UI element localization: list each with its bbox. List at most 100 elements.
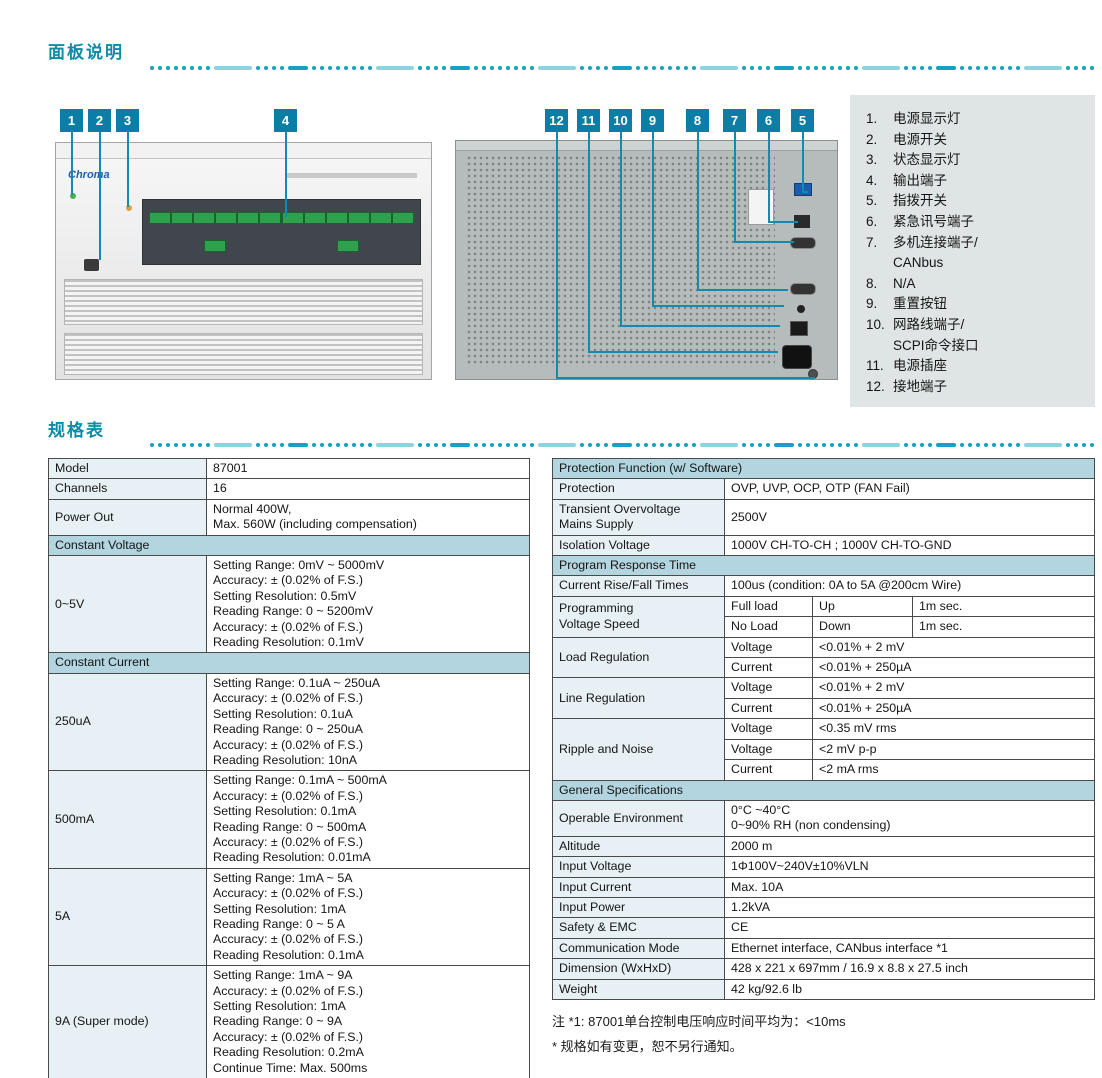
callout-line <box>588 351 778 353</box>
spec-value: 100us (condition: 0A to 5A @200cm Wire) <box>724 575 1095 597</box>
footnote-1: 注 *1: 87001单台控制电压响应时间平均为：<10ms <box>552 1013 846 1029</box>
legend-item: 1.电源显示灯 <box>866 109 1087 130</box>
spec-sublabel: Voltage <box>724 738 813 761</box>
legend-item-number: 3. <box>866 152 878 168</box>
callout-line <box>652 305 784 307</box>
legend-item-text: 电源开关 <box>893 131 947 147</box>
spec-value: <0.01% + 2 mV <box>812 677 1095 699</box>
spec-label: 9A (Super mode) <box>48 965 207 1078</box>
spec-section-header: Constant Current <box>48 652 530 674</box>
output-terminal-block <box>193 212 216 224</box>
output-terminal-block <box>325 212 348 224</box>
output-terminal-strip <box>142 199 421 265</box>
na-connector <box>790 283 816 295</box>
output-terminal-block <box>149 212 172 224</box>
status-led <box>126 205 132 211</box>
legend-item-number: 12. <box>866 378 885 394</box>
front-panel-image: Chroma <box>55 142 432 380</box>
chroma-logo: Chroma <box>68 169 110 181</box>
spec-value: 42 kg/92.6 lb <box>724 978 1095 1000</box>
output-terminal-block <box>303 212 326 224</box>
power-inlet <box>782 345 812 369</box>
front-vent-grille <box>64 333 423 375</box>
spec-subrow: Current<0.01% + 250µA <box>553 697 1095 720</box>
spec-value: CE <box>724 917 1095 939</box>
ethernet-port <box>790 321 808 336</box>
callout-4: 4 <box>274 109 297 132</box>
dotted-divider <box>150 441 1095 449</box>
legend-item: 8.N/A <box>866 274 1087 295</box>
callout-line <box>768 131 770 223</box>
spec-value: Setting Range: 0.1mA ~ 500mA Accuracy: ±… <box>206 770 530 869</box>
spec-sublabel: Current <box>724 697 813 720</box>
callout-line <box>620 325 780 327</box>
legend-item-text: 网路线端子/ SCPI命令接口 <box>893 316 979 353</box>
spec-value: <0.01% + 2 mV <box>812 636 1095 659</box>
spec-section-title: 规格表 <box>48 421 105 440</box>
legend-item-number: 2. <box>866 131 878 147</box>
spec-value: 1Φ100V~240V±10%VLN <box>724 856 1095 878</box>
spec-value: Setting Range: 0.1uA ~ 250uA Accuracy: ±… <box>206 672 530 772</box>
spec-label: Programming Voltage Speed <box>552 595 725 638</box>
spec-value: 1m sec. <box>912 595 1095 618</box>
callout-line <box>768 221 798 223</box>
spec-label: Weight <box>552 978 725 1000</box>
callout-line <box>652 131 654 307</box>
legend-item-number: 10. <box>866 316 885 332</box>
legend-item-text: 指拨开关 <box>893 193 947 209</box>
spec-value: Max. 10A <box>724 876 1095 898</box>
spec-value: 87001 <box>206 457 530 480</box>
power-switch <box>84 259 99 271</box>
legend-item-text: 多机连接端子/ CANbus <box>893 234 978 271</box>
spec-value: <0.01% + 250µA <box>812 657 1095 679</box>
callout-line <box>99 131 101 260</box>
callout-line <box>588 131 590 353</box>
spec-label: Isolation Voltage <box>552 534 725 557</box>
spec-value: 0°C ~40°C 0~90% RH (non condensing) <box>724 799 1095 837</box>
spec-label: Transient Overvoltage Mains Supply <box>552 498 725 536</box>
spec-sublabel: Voltage <box>724 677 813 699</box>
dotted-divider <box>150 64 1095 72</box>
power-led <box>70 193 76 199</box>
callout-5: 5 <box>791 109 814 132</box>
spec-section-header: Program Response Time <box>552 555 1095 577</box>
callout-3: 3 <box>116 109 139 132</box>
legend-item-text: 电源插座 <box>893 358 947 374</box>
legend-item: 3. 状态显示灯 <box>866 150 1087 171</box>
footnote-2: * 规格如有变更，恕不另行通知。 <box>552 1038 743 1054</box>
spec-label: Protection <box>552 478 725 500</box>
spec-row: Dimension (WxHxD)428 x 221 x 697mm / 16.… <box>552 958 1095 980</box>
spec-value: Setting Range: 1mA ~ 5A Accuracy: ± (0.0… <box>206 867 530 967</box>
spec-label: Input Voltage <box>552 856 725 878</box>
legend-item-text: N/A <box>893 275 916 291</box>
spec-label: Altitude <box>552 835 725 858</box>
legend-item: 5.指拨开关 <box>866 191 1087 212</box>
legend-item-text: 状态显示灯 <box>893 152 961 168</box>
rear-panel-image <box>455 140 838 380</box>
callout-10: 10 <box>609 109 632 132</box>
spec-subrow: Voltage<2 mV p-p <box>553 738 1095 761</box>
spec-label: 250uA <box>48 672 207 772</box>
spec-value: 1m sec. <box>912 616 1095 638</box>
callout-line <box>802 191 808 193</box>
spec-row: 9A (Super mode)Setting Range: 1mA ~ 9A A… <box>48 965 530 1078</box>
rear-top-edge <box>456 141 837 151</box>
callout-11: 11 <box>577 109 600 132</box>
legend-item-number: 4. <box>866 172 878 188</box>
spec-sublabel: Current <box>724 657 813 679</box>
spec-section-header: Protection Function (w/ Software) <box>552 457 1095 480</box>
callout-12: 12 <box>545 109 568 132</box>
spec-subrow: Current<0.01% + 250µA <box>553 657 1095 679</box>
callout-9: 9 <box>641 109 664 132</box>
spec-value: 1.2kVA <box>724 896 1095 919</box>
